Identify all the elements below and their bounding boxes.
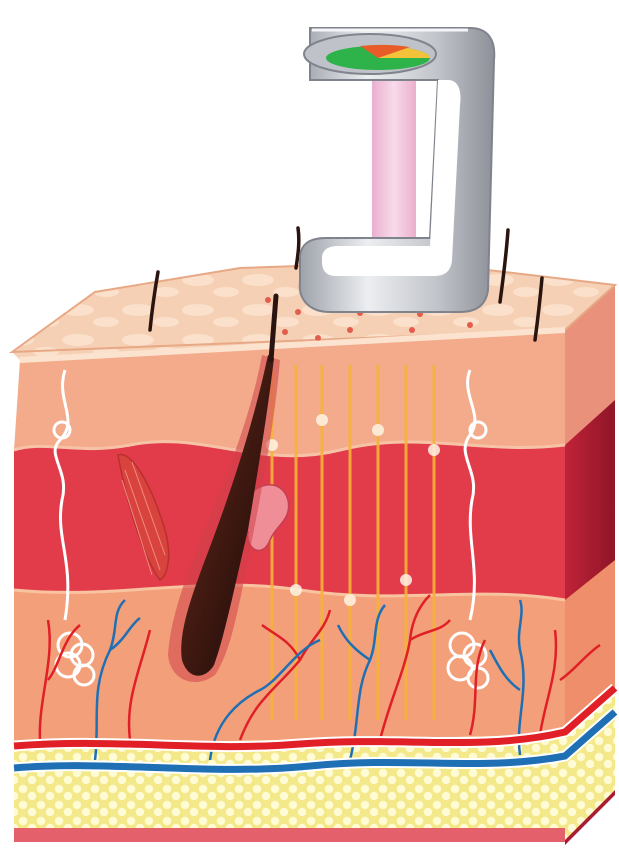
skin-block-right-side [565, 285, 615, 845]
